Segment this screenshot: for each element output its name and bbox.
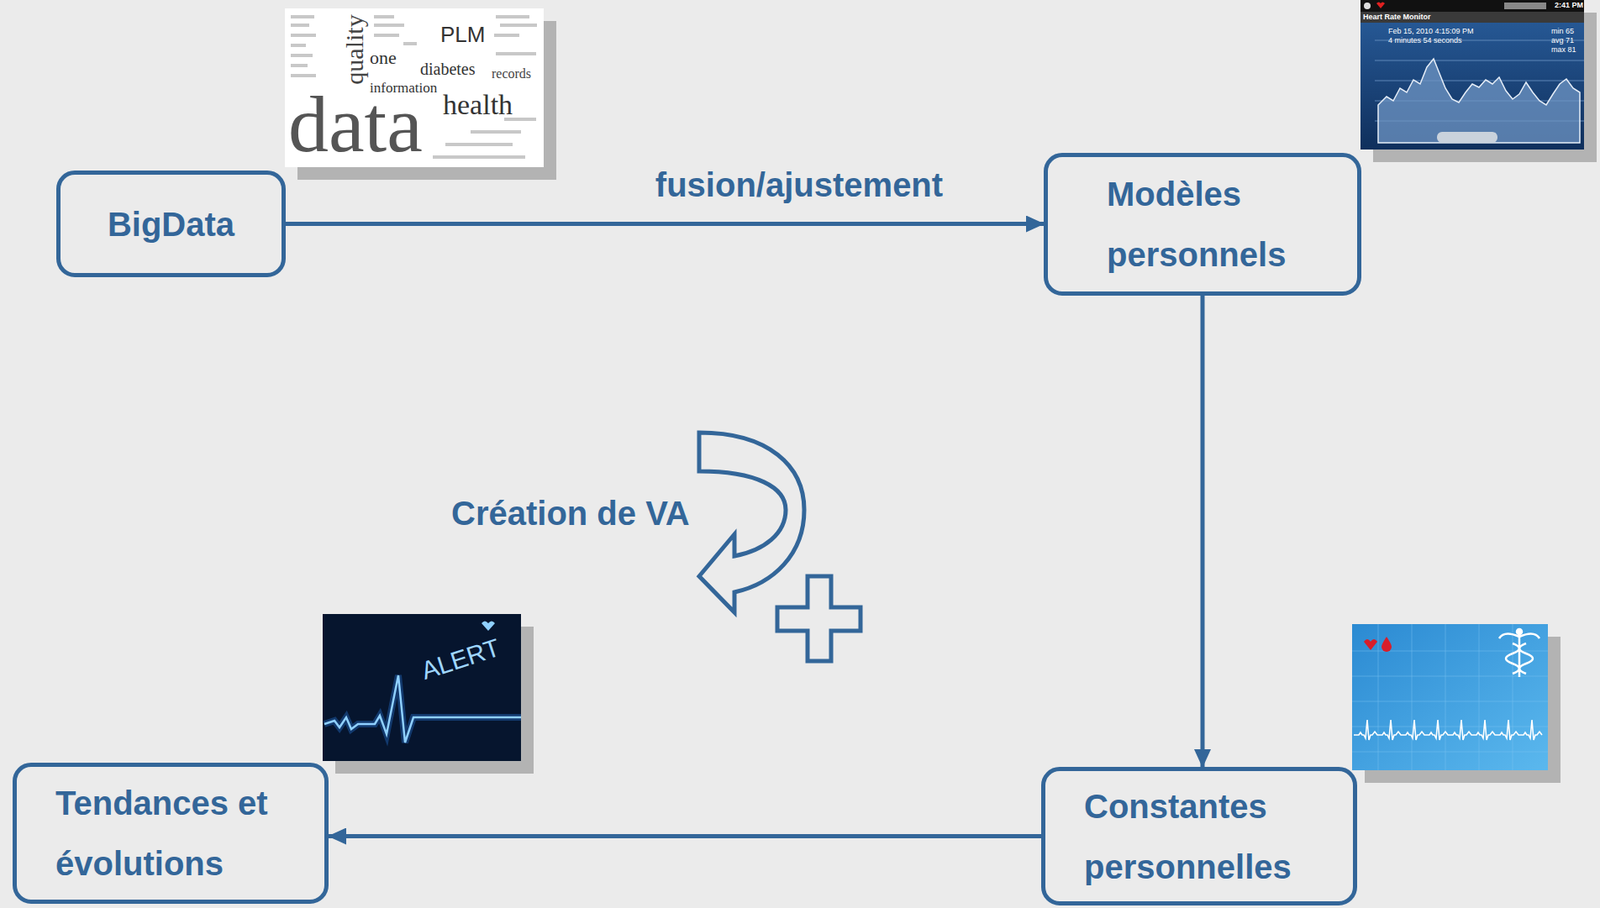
word-cloud-word: quality [342, 14, 368, 85]
zoom-control [1436, 131, 1498, 143]
heart-icon [1363, 639, 1378, 651]
node-text: BigData [107, 204, 235, 245]
node-text: Tendances et évolutions [55, 773, 316, 895]
screen-title: Heart Rate Monitor [1363, 13, 1432, 22]
node-text: Constantes personnelles [1084, 776, 1345, 898]
screen-clock: 2:41 PM [1554, 1, 1584, 10]
ecg-line [324, 675, 522, 743]
ecg-glow-line [324, 675, 522, 743]
image-frame [1352, 624, 1548, 771]
image-frame [284, 8, 544, 168]
heart-icon [481, 621, 495, 632]
edge-label: fusion/ajustement [652, 165, 947, 205]
cycle-label: Création de VA [451, 494, 690, 533]
process-box: Constantes personnelles [1041, 767, 1358, 906]
plus-symbol [777, 576, 861, 662]
word-cloud-word: information [369, 80, 437, 95]
screen-stat: max 81 [1551, 46, 1577, 54]
screen-stat: min 65 [1551, 27, 1574, 36]
ecg-glow [324, 675, 522, 743]
medical-image [1352, 624, 1561, 784]
heart-rate-curve [1378, 58, 1580, 143]
status-bar [1360, 0, 1585, 12]
screen-text: 4 minutes 54 seconds [1388, 36, 1463, 45]
connector-arrow [1200, 295, 1206, 768]
ecg-line [1353, 720, 1543, 741]
process-box: BigData [56, 170, 286, 278]
grid [1352, 624, 1548, 771]
blood-drop-icon [1381, 636, 1392, 653]
word-cloud-word: health [442, 90, 513, 120]
screen-text: Feb 15, 2010 4:15:09 PM [1388, 27, 1474, 36]
connector-arrow [328, 834, 1042, 839]
phone-screenshot [1360, 0, 1597, 163]
word-cloud-word: records [491, 67, 532, 81]
status-icons [1504, 2, 1547, 10]
status-icon [1376, 2, 1385, 10]
process-box: Modèles personnels [1043, 152, 1362, 296]
screen-stat: avg 71 [1551, 36, 1574, 45]
process-box: Tendances et évolutions [12, 763, 329, 905]
word-cloud-word: data [288, 84, 423, 165]
word-cloud-word: PLM [440, 23, 485, 46]
word-cloud-word: diabetes [420, 60, 476, 78]
connector-arrow [285, 221, 1044, 227]
alert-image [322, 614, 534, 774]
status-icon [1363, 2, 1371, 10]
word-cloud-image [284, 8, 557, 180]
word-cloud-word: one [369, 48, 397, 68]
caduceus-symbol [1499, 629, 1540, 678]
node-text: Modèles personnels [1106, 163, 1349, 285]
title-bar [1360, 11, 1585, 23]
cycle-arrow [699, 432, 805, 613]
image-frame [322, 614, 522, 762]
screen [1360, 0, 1585, 150]
